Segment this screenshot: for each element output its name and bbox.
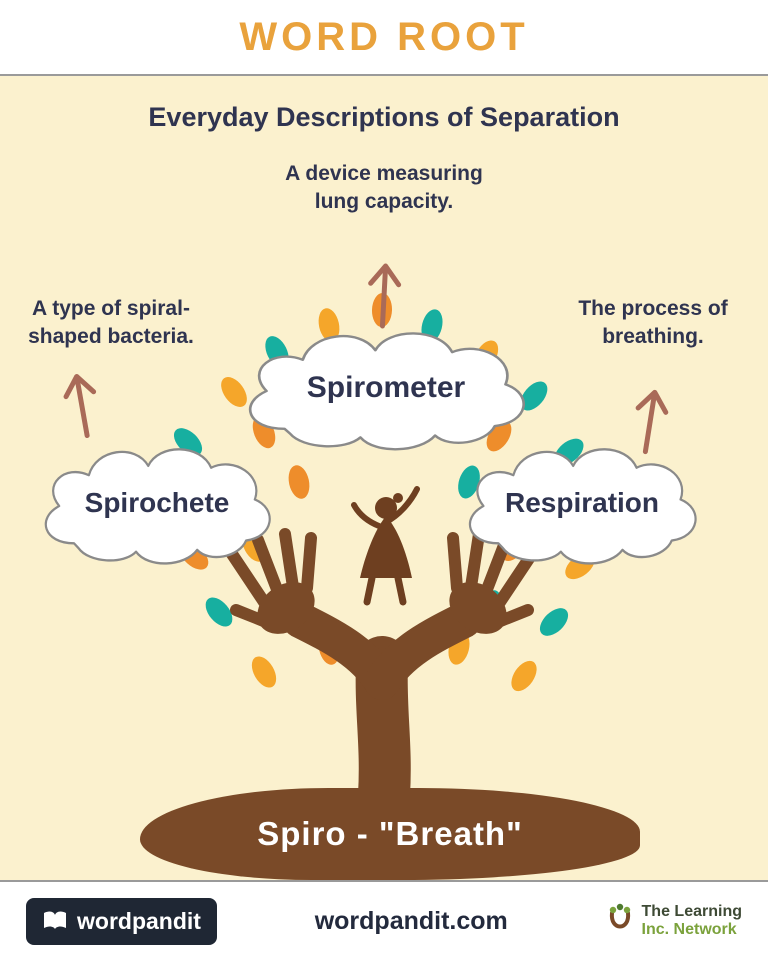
cloud-shape-icon (248, 332, 525, 451)
page-header-title: WORD ROOT (239, 14, 529, 59)
palms (257, 582, 507, 634)
partner-line2: Inc. Network (641, 921, 737, 938)
up-arrow-icon (360, 257, 408, 336)
tree-logo-icon (606, 903, 634, 939)
partner-logo: The Learning Inc. Network (606, 903, 742, 940)
cloud-respiration: Respiration (450, 436, 714, 576)
word-spirochete: Spirochete (84, 487, 230, 518)
brand-label: wordpandit (77, 907, 201, 934)
cloud-shape-icon (468, 448, 697, 565)
book-icon (42, 910, 68, 932)
up-arrow-icon (622, 381, 678, 464)
description-spirochete: A type of spiral- shaped bacteria. (28, 297, 194, 349)
cloud-shape-icon (44, 448, 271, 565)
cloud-spirochete: Spirochete (26, 436, 288, 576)
girl-icon (351, 486, 420, 606)
word-respiration: Respiration (504, 487, 660, 518)
wordpandit-logo: wordpandit (26, 897, 217, 945)
page-title: Everyday Descriptions of Separation (148, 102, 620, 132)
header-banner: WORD ROOT (0, 0, 768, 76)
cloud-spirometer: Spirometer (226, 320, 546, 462)
word-spirometer: Spirometer (306, 371, 466, 404)
up-arrow-icon (54, 365, 111, 448)
hands-trunk (226, 528, 538, 821)
partner-line1: The Learning (641, 902, 742, 920)
root-label: Spiro - "Breath" (257, 815, 523, 852)
description-respiration: The process of breathing. (578, 297, 728, 349)
description-spirometer: A device measuring lung capacity. (285, 162, 483, 214)
root-blob: Spiro - "Breath" (140, 788, 640, 880)
footer-bar: wordpandit wordpandit.com The Learning I… (0, 880, 768, 960)
site-url: wordpandit.com (314, 906, 508, 935)
